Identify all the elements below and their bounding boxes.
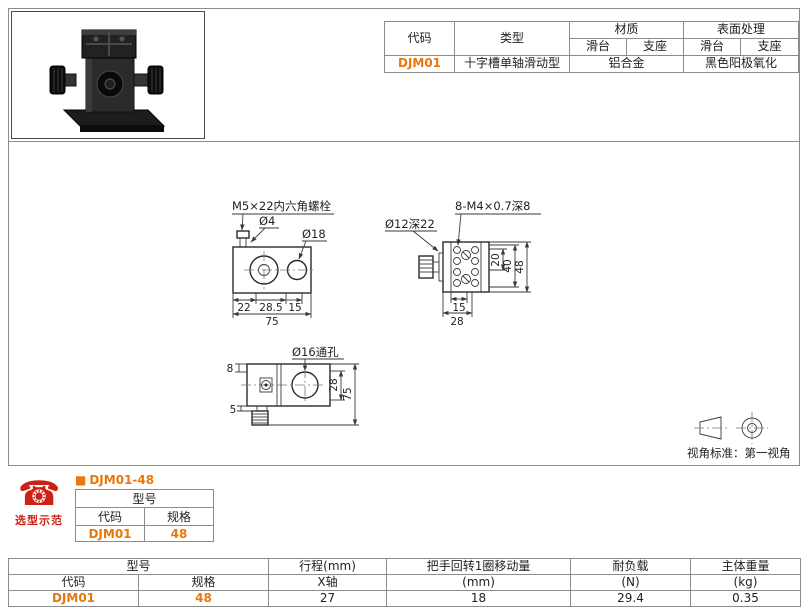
- spec-header-row-2: 滑台 支座 滑台 支座: [385, 38, 799, 56]
- top-view: Ø16通孔 8: [227, 345, 359, 426]
- front-dim-28-5: 28.5: [259, 302, 282, 314]
- side-dim-28: 28: [450, 316, 463, 328]
- main-frame: 代码 类型 材质 表面处理 滑台 支座 滑台 支座 DJM01 十字槽单轴滑动型…: [8, 8, 800, 466]
- top-dim-8: 8: [227, 363, 234, 375]
- spec-subheader-slide-material: 滑台: [569, 38, 627, 56]
- selection-badge: ☎ 选型示范: [10, 476, 68, 528]
- bottom-subheader-code: 代码: [8, 574, 139, 591]
- selection-header-row: 代码 规格: [75, 507, 214, 526]
- spec-data-row: DJM01 十字槽单轴滑动型 铝合金 黑色阳极氧化: [384, 55, 799, 73]
- spec-table: 代码 类型 材质 表面处理 滑台 支座 滑台 支座 DJM01 十字槽单轴滑动型…: [384, 21, 799, 73]
- selection-code-value: DJM01: [75, 525, 145, 542]
- view-standard-note: 视角标准：第一视角: [687, 446, 791, 460]
- bottom-header-model: 型号: [7, 558, 270, 575]
- spec-surface-value: 黑色阳极氧化: [683, 55, 799, 73]
- selection-header-model: 型号: [75, 489, 214, 508]
- first-angle-symbol: 视角标准：第一视角: [687, 412, 791, 460]
- bottom-spec-value: 48: [137, 590, 270, 607]
- bottom-subheader-x-axis: X轴: [268, 574, 388, 591]
- telephone-icon: ☎: [17, 474, 61, 514]
- bottom-data-row: DJM01 48 27 18 29.4 0.35: [8, 590, 802, 607]
- bottom-code-value: DJM01: [8, 590, 139, 607]
- side-view: 8-M4×0.7深8 Ø12深22: [385, 199, 541, 328]
- front-dim-15: 15: [288, 302, 301, 314]
- selection-header-code: 代码: [75, 507, 145, 526]
- side-holes-callout: 8-M4×0.7深8: [455, 199, 530, 213]
- bottom-subheader-load-unit: (N): [570, 574, 692, 591]
- spec-header-code: 代码: [384, 21, 455, 56]
- top-dia16-callout: Ø16通孔: [292, 345, 339, 359]
- selection-title: ■DJM01-48: [75, 473, 154, 487]
- spec-header-row-1: 代码 类型 材质 表面处理: [384, 21, 799, 56]
- spec-header-material: 材质: [569, 21, 684, 39]
- front-dim-75: 75: [265, 316, 278, 328]
- selection-table: 型号 代码 规格 DJM01 48: [75, 489, 214, 542]
- side-dim-15: 15: [452, 302, 465, 314]
- bottom-load-value: 29.4: [570, 590, 692, 607]
- selection-badge-label: 选型示范: [15, 514, 63, 527]
- bottom-weight-value: 0.35: [690, 590, 802, 607]
- spec-subheader-base-surface: 支座: [740, 38, 799, 56]
- bottom-header-row-1: 型号 行程(mm) 把手回转1圈移动量 耐负载 主体重量: [7, 558, 802, 575]
- side-dim-48: 48: [514, 260, 526, 273]
- spec-header-surface: 表面处理: [683, 21, 799, 39]
- selection-spec-value: 48: [144, 525, 214, 542]
- top-dim-75: 75: [342, 387, 354, 400]
- front-dia18-callout: Ø18: [302, 227, 326, 241]
- spec-code-value: DJM01: [384, 55, 455, 73]
- selection-model-row: 型号: [75, 489, 214, 508]
- front-bolt-callout: M5×22内六角螺栓: [232, 199, 332, 213]
- bottom-subheader-move-unit: (mm): [386, 574, 572, 591]
- spec-type-value: 十字槽单轴滑动型: [454, 55, 570, 73]
- bottom-header-load: 耐负载: [570, 558, 692, 575]
- selection-header-spec: 规格: [144, 507, 214, 526]
- product-photo-image: [49, 29, 166, 132]
- bottom-travel-value: 27: [268, 590, 388, 607]
- top-dim-5: 5: [230, 404, 237, 416]
- bottom-move-value: 18: [386, 590, 572, 607]
- selection-data-row: DJM01 48: [75, 525, 214, 542]
- side-dim-20: 20: [490, 253, 502, 266]
- dimension-spec-table: 型号 行程(mm) 把手回转1圈移动量 耐负载 主体重量 代码 规格 X轴 (m…: [7, 558, 802, 607]
- spec-subheader-slide-surface: 滑台: [683, 38, 741, 56]
- side-dim-40: 40: [502, 259, 514, 272]
- bottom-header-weight: 主体重量: [690, 558, 802, 575]
- technical-drawing: M5×22内六角螺栓 Ø4 Ø18: [227, 199, 791, 460]
- spec-subheader-base-material: 支座: [626, 38, 684, 56]
- bottom-subheader-spec: 规格: [137, 574, 270, 591]
- selection-part-number: DJM01-48: [89, 473, 155, 487]
- bottom-header-travel: 行程(mm): [268, 558, 388, 575]
- bottom-header-move: 把手回转1圈移动量: [386, 558, 572, 575]
- spec-header-type: 类型: [454, 21, 570, 56]
- spec-material-value: 铝合金: [569, 55, 684, 73]
- technical-drawing-area: M5×22内六角螺栓 Ø4 Ø18: [9, 141, 799, 465]
- front-view: M5×22内六角螺栓 Ø4 Ø18: [232, 199, 334, 328]
- selection-example-section: ☎ 选型示范 ■DJM01-48 型号 代码 规格 DJM01 48: [0, 470, 808, 556]
- bottom-header-row-2: 代码 规格 X轴 (mm) (N) (kg): [8, 574, 802, 591]
- product-photo: [11, 11, 205, 139]
- title-bullet: ■: [75, 473, 87, 487]
- top-dim-28: 28: [328, 378, 340, 391]
- side-dia12-callout: Ø12深22: [385, 217, 435, 231]
- front-dia4-callout: Ø4: [259, 214, 275, 228]
- front-dim-22: 22: [237, 302, 250, 314]
- bottom-subheader-weight-unit: (kg): [690, 574, 802, 591]
